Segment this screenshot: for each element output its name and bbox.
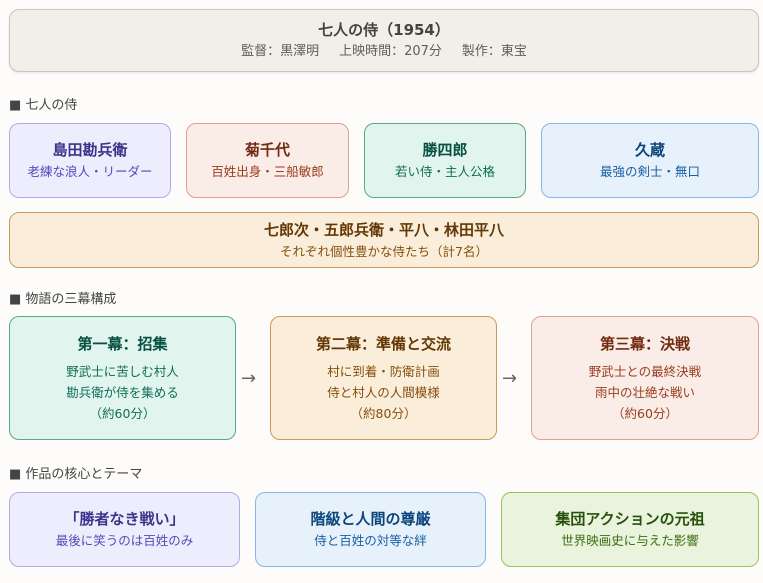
- act-line: 雨中の壮絶な戦い: [594, 384, 695, 400]
- act-card-1: 第一幕：招集 野武士に苦しむ村人 勘兵衛が侍を集める （約60分）: [9, 316, 236, 440]
- theme-card-2: 階級と人間の尊厳 侍と百姓の対等な絆: [255, 492, 486, 567]
- theme-title: 階級と人間の尊厳: [310, 510, 431, 528]
- title-banner: 七人の侍（1954） 監督：黒澤明 上映時間：207分 製作：東宝: [9, 9, 759, 72]
- act-title: 第三幕：決戦: [599, 334, 690, 353]
- samurai-card-kambei: 島田勘兵衛 老練な浪人・リーダー: [9, 123, 171, 198]
- film-meta: 監督：黒澤明 上映時間：207分 製作：東宝: [231, 41, 537, 62]
- act-duration: （約60分）: [612, 405, 678, 421]
- act-line: 侍と村人の人間模様: [327, 384, 440, 400]
- section-heading-samurai: ■ 七人の侍: [9, 98, 78, 113]
- film-title: 七人の侍（1954）: [318, 21, 450, 39]
- act-duration: （約80分）: [350, 405, 417, 421]
- act-card-2: 第二幕：準備と交流 村に到着・防衛計画 侍と村人の人間模様 （約80分）: [270, 316, 497, 440]
- other-samurai-card: 七郎次・五郎兵衛・平八・林田平八 それぞれ個性豊かな侍たち（計7名）: [9, 212, 759, 268]
- theme-title: 集団アクションの元祖: [555, 510, 705, 528]
- samurai-desc: 最強の剣士・無口: [599, 164, 700, 179]
- other-samurai-names: 七郎次・五郎兵衛・平八・林田平八: [263, 220, 504, 239]
- samurai-card-kyuzo: 久蔵 最強の剣士・無口: [541, 123, 759, 198]
- theme-title: 「勝者なき戦い」: [64, 510, 185, 528]
- act-duration: （約60分）: [89, 405, 156, 421]
- production: 製作：東宝: [461, 44, 527, 59]
- act-card-3: 第三幕：決戦 野武士との最終決戦 雨中の壮絶な戦い （約60分）: [531, 316, 759, 440]
- samurai-name: 勝四郎: [422, 141, 468, 159]
- act-line: 勘兵衛が侍を集める: [66, 384, 179, 400]
- act-line: 野武士に苦しむ村人: [66, 363, 179, 379]
- samurai-desc: 百姓出身・三船敏郎: [211, 164, 324, 179]
- act-title: 第一幕：招集: [77, 334, 168, 353]
- theme-desc: 世界映画史に与えた影響: [561, 533, 699, 548]
- act-title: 第二幕：準備と交流: [315, 334, 451, 353]
- act-line: 野武士との最終決戦: [588, 363, 702, 379]
- samurai-name: 久蔵: [634, 141, 665, 159]
- other-samurai-desc: それぞれ個性豊かな侍たち（計7名）: [280, 243, 488, 259]
- arrow-right-icon: →: [241, 368, 257, 389]
- director: 監督：黒澤明: [241, 44, 320, 59]
- samurai-name: 島田勘兵衛: [52, 141, 128, 159]
- theme-card-3: 集団アクションの元祖 世界映画史に与えた影響: [501, 492, 759, 567]
- runtime: 上映時間：207分: [339, 44, 442, 59]
- section-heading-acts: ■ 物語の三幕構成: [9, 292, 117, 307]
- act-line: 村に到着・防衛計画: [327, 363, 440, 379]
- samurai-card-katsushiro: 勝四郎 若い侍・主人公格: [364, 123, 526, 198]
- samurai-name: 菊千代: [244, 141, 290, 159]
- theme-desc: 侍と百姓の対等な絆: [314, 533, 427, 548]
- arrow-right-icon: →: [502, 368, 518, 389]
- theme-card-1: 「勝者なき戦い」 最後に笑うのは百姓のみ: [9, 492, 240, 567]
- samurai-desc: 老練な浪人・リーダー: [27, 164, 153, 179]
- samurai-card-kikuchiyo: 菊千代 百姓出身・三船敏郎: [186, 123, 349, 198]
- samurai-desc: 若い侍・主人公格: [394, 164, 495, 179]
- theme-desc: 最後に笑うのは百姓のみ: [55, 533, 194, 548]
- section-heading-themes: ■ 作品の核心とテーマ: [9, 467, 143, 482]
